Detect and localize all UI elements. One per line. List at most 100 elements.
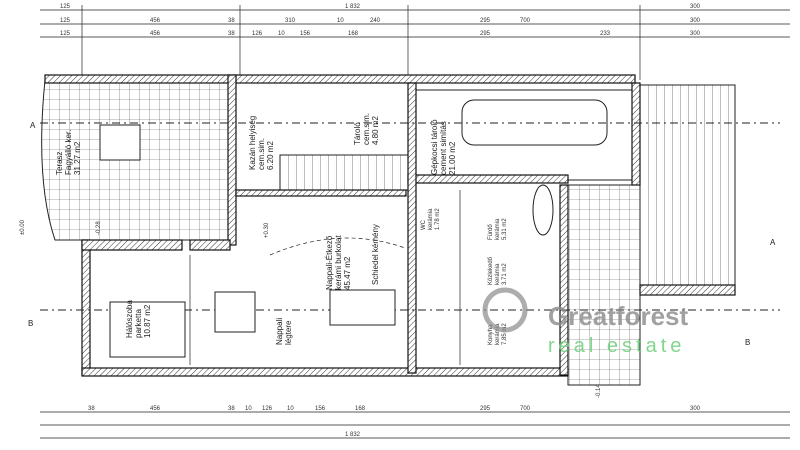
- walls: [44, 74, 736, 377]
- svg-text:31.27 m2: 31.27 m2: [73, 141, 82, 175]
- svg-text:légtere: légtere: [284, 320, 293, 345]
- svg-text:21.00 m2: 21.00 m2: [448, 141, 457, 175]
- dim-label: 126: [262, 406, 273, 412]
- dim-label: 300: [690, 18, 701, 24]
- svg-text:kerámia: kerámia: [495, 323, 501, 345]
- section-marker: A: [30, 121, 36, 130]
- svg-text:Hálószoba: Hálószoba: [125, 300, 134, 338]
- watermark-tagline: real estate: [548, 335, 685, 357]
- svg-text:45.47 m2: 45.47 m2: [343, 256, 352, 290]
- dim-label: 38: [228, 18, 235, 24]
- void-outline: [269, 237, 406, 256]
- svg-text:6.20 m2: 6.20 m2: [266, 141, 275, 170]
- dim-label: 125: [60, 18, 71, 24]
- svg-text:Gépkocsi tároló: Gépkocsi tároló: [430, 119, 439, 175]
- dim-label: 156: [300, 31, 311, 37]
- level-label: +0.30: [264, 222, 270, 238]
- dim-label: 295: [480, 406, 491, 412]
- svg-text:1.78 m2: 1.78 m2: [435, 208, 441, 230]
- svg-text:5.31 m2: 5.31 m2: [502, 218, 508, 240]
- svg-text:kerámia: kerámia: [495, 263, 501, 285]
- svg-text:Konyha: Konyha: [488, 324, 494, 345]
- svg-text:parketta: parketta: [134, 309, 143, 338]
- svg-text:kerámia: kerámia: [495, 218, 501, 240]
- coffee-table: [214, 291, 256, 333]
- dim-label: 295: [480, 18, 491, 24]
- dim-label: 38: [88, 406, 95, 412]
- terrace-table: [99, 124, 141, 161]
- section-marker: B: [745, 338, 750, 347]
- dim-label: 10: [337, 18, 344, 24]
- svg-text:Nappali-Étkező: Nappali-Étkező: [325, 235, 334, 290]
- dim-label: 10: [245, 406, 252, 412]
- svg-text:4.80 m2: 4.80 m2: [371, 116, 380, 145]
- dim-label: 38: [228, 406, 235, 412]
- dim-label: 1 832: [345, 4, 361, 10]
- svg-text:kerámia: kerámia: [428, 208, 434, 230]
- svg-text:10.87 m2: 10.87 m2: [143, 304, 152, 338]
- dim-label: 10: [278, 31, 285, 37]
- dim-label: 300: [690, 31, 701, 37]
- stairs-outdoor: [639, 84, 736, 291]
- svg-text:cement simítás: cement simítás: [439, 121, 448, 175]
- svg-text:Kazán helyiség: Kazán helyiség: [248, 116, 257, 170]
- dim-label: 10: [287, 406, 294, 412]
- svg-text:Fürdő: Fürdő: [488, 224, 494, 240]
- dim-label: 240: [370, 18, 381, 24]
- svg-text:Tároló: Tároló: [353, 122, 362, 145]
- section-marker: A: [770, 238, 776, 247]
- svg-text:WC: WC: [421, 219, 427, 230]
- svg-text:Terasz: Terasz: [55, 151, 64, 175]
- svg-text:cem.sim.: cem.sim.: [362, 113, 371, 145]
- dim-label: 156: [315, 406, 326, 412]
- svg-text:7.85 m2: 7.85 m2: [502, 323, 508, 345]
- dimension-labels: 125 1 832 300 125 456 38 310 10 240 295 …: [60, 4, 701, 438]
- dim-label: 456: [150, 406, 161, 412]
- level-label: -0.28: [96, 221, 102, 235]
- dim-label: 295: [480, 31, 491, 37]
- dim-label: 168: [348, 31, 359, 37]
- dimension-lines: [40, 5, 790, 439]
- dim-label: 126: [252, 31, 263, 37]
- dim-label: 300: [690, 4, 701, 10]
- dim-label: 125: [60, 31, 71, 37]
- watermark-logo-icon: [482, 287, 528, 333]
- svg-text:kerámi burkolat: kerámi burkolat: [334, 235, 343, 290]
- section-marker: B: [28, 319, 33, 328]
- svg-text:Fagyálló ker.: Fagyálló ker.: [64, 130, 73, 175]
- watermark-logo: Greatforest real estate: [482, 287, 688, 357]
- bed: [109, 301, 186, 358]
- dining-table: [329, 289, 396, 326]
- interior-stairs: [279, 154, 411, 191]
- garden-area: [567, 184, 641, 386]
- chimney-label: Schiedel kémény: [371, 224, 380, 285]
- svg-text:3.71 m2: 3.71 m2: [502, 263, 508, 285]
- dim-label: 233: [600, 31, 611, 37]
- dim-label: 456: [150, 18, 161, 24]
- watermark-brand: Greatforest: [548, 301, 688, 331]
- level-label: ±0.00: [20, 219, 26, 235]
- bathtub: [532, 184, 554, 236]
- level-label: -0.14: [596, 384, 602, 398]
- dim-label: 168: [355, 406, 366, 412]
- dim-label: 125: [60, 4, 71, 10]
- dim-label: 1 832: [345, 432, 361, 438]
- dim-label: 456: [150, 31, 161, 37]
- dim-label: 310: [285, 18, 296, 24]
- svg-text:Nappali: Nappali: [275, 318, 284, 345]
- dim-label: 700: [520, 406, 531, 412]
- dim-label: 38: [228, 31, 235, 37]
- dim-label: 300: [690, 406, 701, 412]
